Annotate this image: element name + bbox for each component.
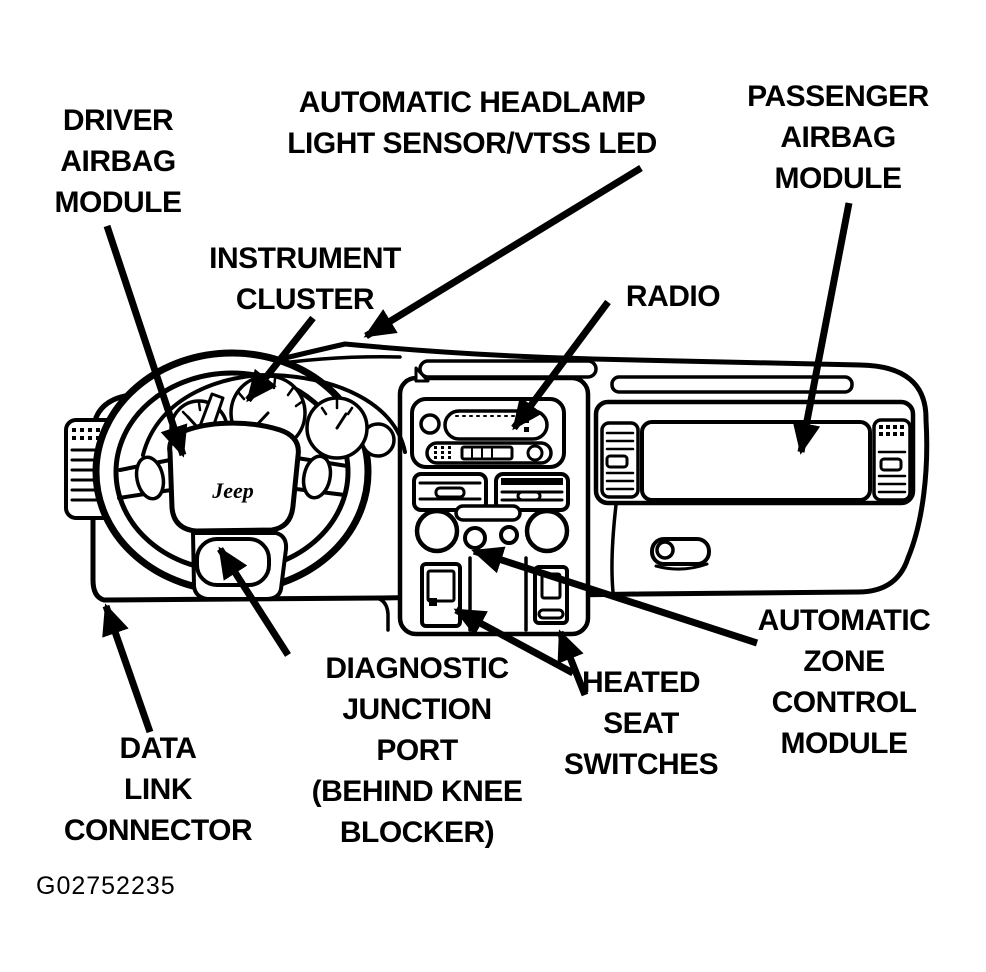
climate-button-left bbox=[463, 526, 487, 550]
arrow-heated-seat-right bbox=[556, 629, 589, 697]
label-heated-seat-switches: HEATED SEAT SWITCHES bbox=[563, 666, 719, 781]
radio-display bbox=[443, 409, 549, 441]
glovebox-seam bbox=[610, 503, 618, 594]
label-instrument-cluster: INSTRUMENT CLUSTER bbox=[209, 242, 401, 316]
radio-knob-left bbox=[419, 413, 441, 435]
climate-button-right bbox=[499, 525, 519, 545]
center-stack bbox=[397, 366, 591, 637]
cassette-slot bbox=[460, 445, 514, 461]
label-radio: RADIO bbox=[625, 280, 721, 313]
arrow-heated-seat-left bbox=[453, 606, 575, 677]
figure-code: G02752235 bbox=[36, 872, 176, 900]
label-diagnostic-junction-port: DIAGNOSTIC JUNCTION PORT (BEHIND KNEE BL… bbox=[311, 652, 523, 849]
arrow-instrument-cluster bbox=[245, 315, 316, 403]
passenger-right-vent bbox=[872, 418, 912, 502]
jeep-logo: Jeep bbox=[211, 478, 254, 503]
climate-knob-left bbox=[414, 508, 460, 554]
arrow-passenger-airbag-module bbox=[792, 202, 853, 455]
knee-blocker-area bbox=[195, 537, 271, 587]
steering-wheel: Jeep bbox=[92, 349, 407, 601]
passenger-airbag-door bbox=[640, 420, 872, 502]
arrow-driver-airbag-module bbox=[103, 224, 188, 458]
passenger-left-vent bbox=[600, 421, 640, 499]
driver-airbag-pad bbox=[167, 420, 301, 534]
glovebox-handle bbox=[650, 537, 711, 571]
leader-arrows bbox=[102, 165, 853, 734]
radio-keypad bbox=[434, 446, 451, 459]
label-data-link-connector: DATA LINK CONNECTOR bbox=[63, 732, 253, 847]
label-headlamp-sensor-vtss-led: AUTOMATIC HEADLAMP LIGHT SENSOR/VTSS LED bbox=[287, 86, 657, 160]
dash-bottom-step bbox=[374, 596, 390, 632]
radio-unit bbox=[410, 397, 566, 469]
center-vents bbox=[412, 472, 570, 512]
console-corner-trim bbox=[414, 366, 430, 383]
spoke-hole-right bbox=[301, 454, 333, 500]
label-automatic-zone-control: AUTOMATIC ZONE CONTROL MODULE bbox=[757, 604, 931, 760]
label-driver-airbag-module: DRIVER AIRBAG MODULE bbox=[54, 104, 183, 219]
climate-control bbox=[414, 504, 570, 554]
radio-knob-right bbox=[526, 444, 544, 462]
spoke-hole-left bbox=[134, 455, 166, 501]
center-speaker-slot bbox=[418, 359, 598, 379]
climate-display bbox=[454, 504, 522, 522]
radio-cassette-row bbox=[425, 441, 553, 465]
arrow-data-link-connector bbox=[102, 603, 154, 734]
arrow-headlamp-sensor bbox=[363, 165, 643, 339]
arrow-zone-control-module bbox=[471, 546, 759, 647]
heated-seat-switch-left bbox=[420, 562, 462, 628]
defroster-slot bbox=[610, 375, 854, 394]
arrow-radio bbox=[511, 299, 611, 431]
arrow-diagnostic-junction-port bbox=[217, 546, 291, 657]
climate-knob-right bbox=[524, 508, 570, 554]
label-passenger-airbag-module: PASSENGER AIRBAG MODULE bbox=[747, 80, 929, 195]
